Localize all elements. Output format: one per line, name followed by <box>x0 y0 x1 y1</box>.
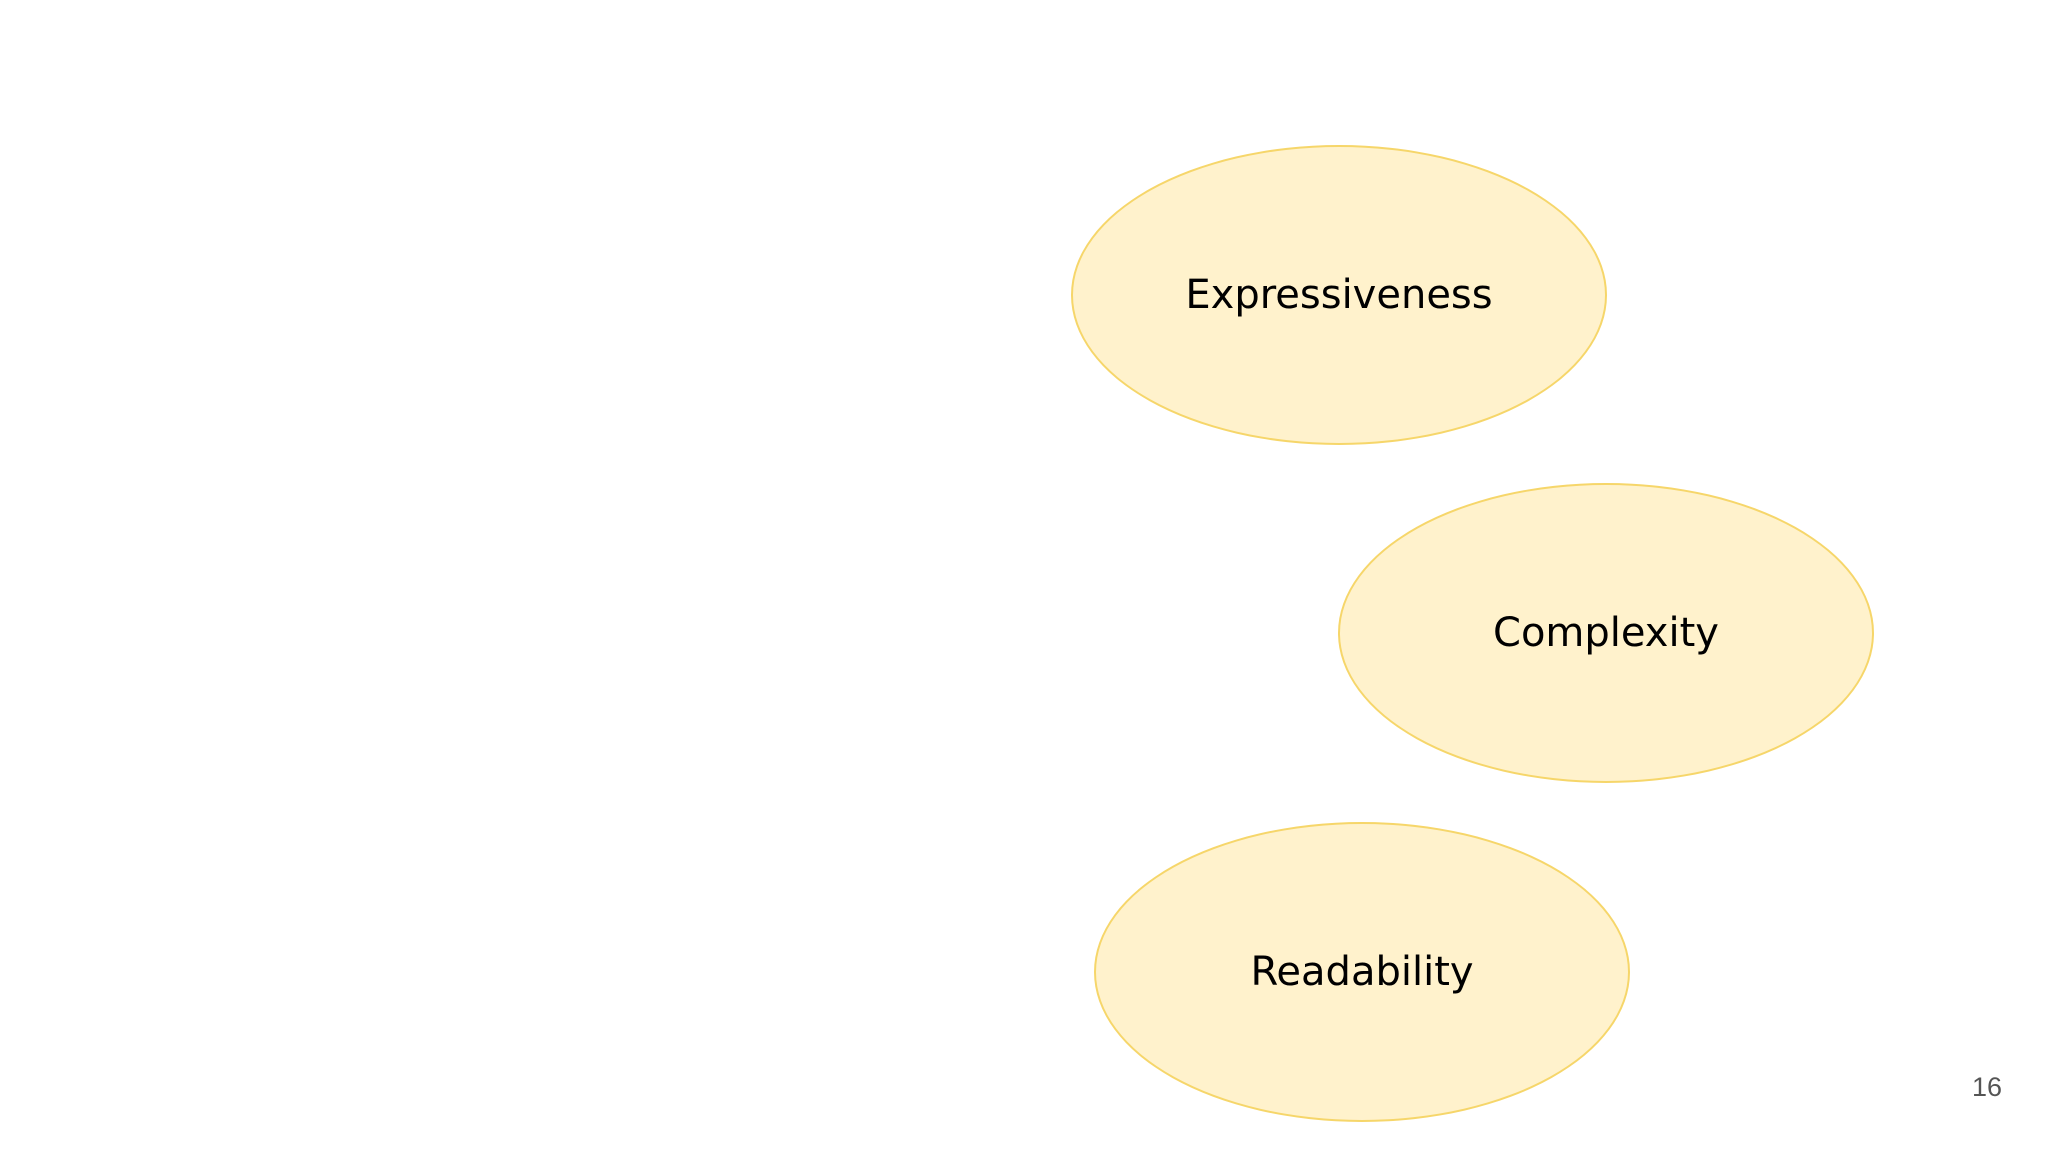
readability-label: Readability <box>1250 949 1474 995</box>
page-number: 16 <box>1971 1072 2002 1102</box>
complexity-bubble: Complexity <box>1338 483 1874 783</box>
complexity-label: Complexity <box>1493 610 1719 656</box>
expressiveness-bubble: Expressiveness <box>1071 145 1607 445</box>
expressiveness-label: Expressiveness <box>1185 272 1493 318</box>
readability-bubble: Readability <box>1094 822 1630 1122</box>
